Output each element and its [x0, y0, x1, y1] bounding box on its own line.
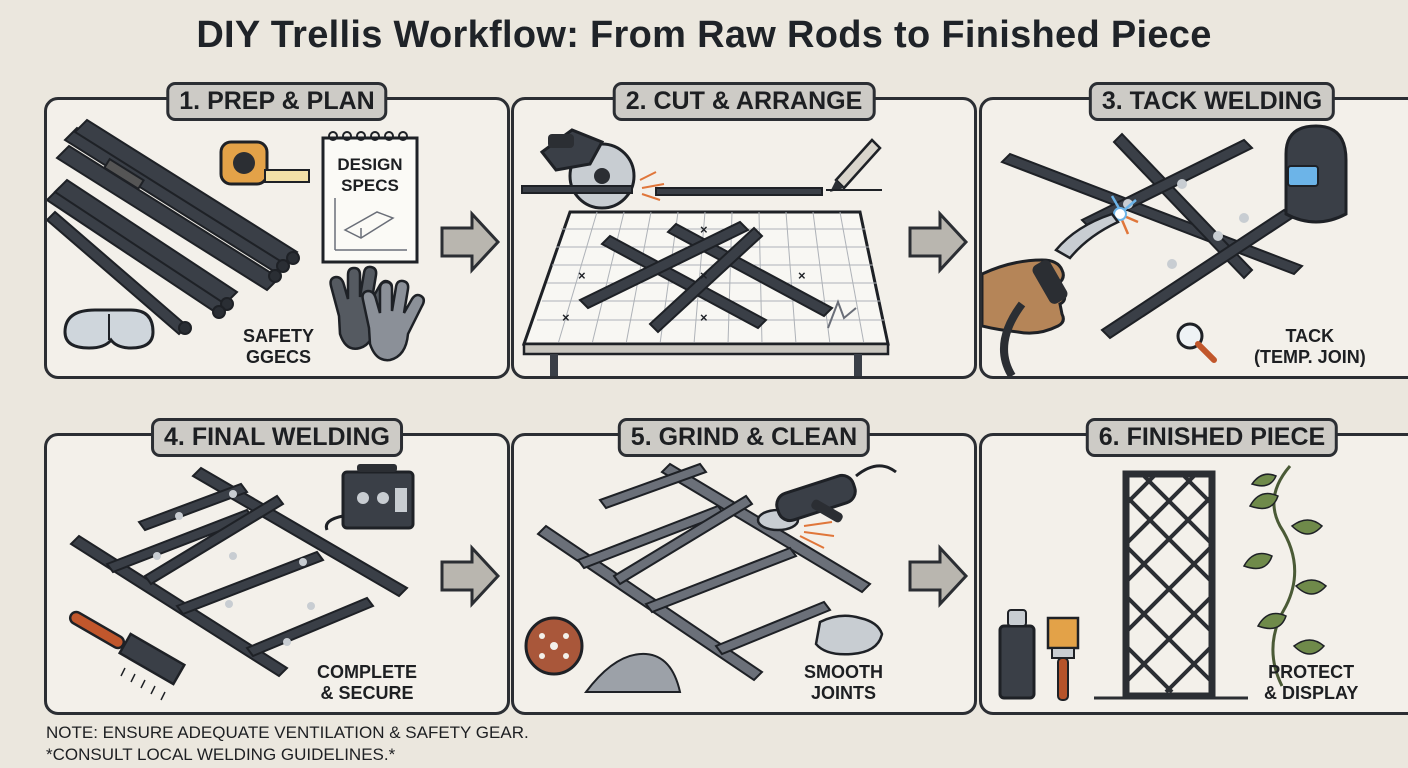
cutting-sparks-icon — [639, 171, 665, 201]
step-5-panel: 5. GRIND & CLEAN SMOOT — [511, 418, 977, 715]
step-5-caption-line1: SMOOTH — [804, 662, 883, 682]
work-gloves-icon — [329, 265, 425, 362]
step-1-label: 1. PREP & PLAN — [166, 82, 388, 121]
welding-helmet-icon — [1284, 124, 1348, 224]
step-2-label: 2. CUT & ARRANGE — [612, 82, 876, 121]
paintbrush-icon — [1046, 616, 1080, 701]
step-6-panel: 6. FINISHED PIECE — [979, 418, 1408, 715]
step-4-illustration — [68, 464, 415, 701]
step-6-caption-line1: PROTECT — [1268, 662, 1355, 682]
step-4-caption: COMPLETE & SECURE — [317, 662, 417, 704]
arranged-rods-icon — [578, 220, 834, 334]
step-6-caption-line2: & DISPLAY — [1264, 683, 1359, 703]
step-1-panel: 1. PREP & PLAN — [44, 82, 510, 379]
svg-text:×: × — [700, 268, 708, 283]
wire-brush-icon — [68, 610, 187, 701]
svg-text:×: × — [562, 310, 570, 325]
step-2-panel: 2. CUT & ARRANGE — [511, 82, 977, 379]
finished-trellis-icon — [1094, 470, 1248, 700]
safety-note-line1: NOTE: ENSURE ADEQUATE VENTILATION & SAFE… — [46, 723, 529, 742]
grinding-sparks-icon — [799, 521, 835, 549]
flow-arrow-5-to-6-icon — [908, 544, 969, 608]
chalk-mark — [827, 299, 857, 329]
ground-grid-icon — [536, 462, 872, 682]
welder-machine-icon — [324, 464, 415, 531]
step-3-illustration — [982, 124, 1348, 376]
design-specs-notepad-icon: DESIGN SPECS — [321, 131, 419, 264]
step-4-panel: 4. FINAL WELDING — [44, 418, 510, 715]
step-5-caption: SMOOTH JOINTS — [804, 662, 883, 704]
metal-dust-icon — [583, 652, 682, 693]
step-1-caption-line2: GGECS — [246, 347, 312, 367]
design-specs-line1: DESIGN — [337, 155, 402, 174]
circular-saw-icon — [539, 128, 636, 210]
svg-text:×: × — [700, 310, 708, 325]
safety-goggles-icon — [63, 308, 155, 350]
angle-grinder-icon — [756, 464, 897, 532]
tape-measure-icon — [219, 140, 310, 186]
step-5-caption-line2: JOINTS — [810, 683, 876, 703]
weld-bead-points — [153, 490, 315, 646]
svg-text:×: × — [798, 268, 806, 283]
climbing-vine-icon — [1242, 465, 1328, 687]
design-specs-line2: SPECS — [341, 176, 399, 195]
step-4-caption-line2: & SECURE — [320, 683, 414, 703]
safety-note: NOTE: ENSURE ADEQUATE VENTILATION & SAFE… — [46, 722, 529, 766]
step-3-caption-line1: TACK — [1285, 326, 1335, 346]
step-1-illustration: DESIGN SPECS — [47, 118, 425, 362]
magnifier-icon — [1176, 322, 1217, 363]
step-5-illustration — [524, 462, 897, 693]
svg-text:×: × — [578, 268, 586, 283]
tack-weld-points — [1123, 179, 1249, 269]
sanding-disc-icon — [524, 616, 584, 676]
step-3-caption: TACK (TEMP. JOIN) — [1254, 326, 1366, 368]
cleaning-rag-icon — [814, 614, 884, 656]
step-1-caption-line1: SAFETY — [243, 326, 315, 346]
step-6-label: 6. FINISHED PIECE — [1085, 418, 1339, 457]
step-6-caption: PROTECT & DISPLAY — [1264, 662, 1358, 704]
spray-paint-can-icon — [998, 609, 1036, 700]
flow-arrow-2-to-3-icon — [908, 210, 969, 274]
placement-marks: × × × × × × — [562, 222, 806, 325]
welding-torch-hand-icon — [982, 212, 1120, 376]
step-3-label: 3. TACK WELDING — [1088, 82, 1336, 121]
safety-note-line2: *CONSULT LOCAL WELDING GUIDELINES.* — [46, 745, 396, 764]
step-6-illustration — [998, 465, 1328, 701]
step-5-label: 5. GRIND & CLEAN — [617, 418, 871, 457]
flow-arrow-4-to-5-icon — [440, 544, 501, 608]
step-3-caption-line2: (TEMP. JOIN) — [1254, 347, 1366, 367]
step-4-caption-line1: COMPLETE — [317, 662, 418, 682]
steel-rods-icon — [47, 118, 300, 336]
welded-ladder-grid-icon — [69, 466, 409, 678]
page-title: DIY Trellis Workflow: From Raw Rods to F… — [196, 14, 1212, 56]
step-1-caption: SAFETY GGECS — [243, 326, 314, 368]
step-3-panel: 3. TACK WELDING — [979, 82, 1408, 379]
flow-arrow-1-to-2-icon — [440, 210, 501, 274]
step-4-label: 4. FINAL WELDING — [151, 418, 403, 457]
step-2-illustration: × × × × × × — [521, 128, 890, 376]
svg-text:×: × — [700, 222, 708, 237]
pencil-icon — [826, 138, 882, 192]
